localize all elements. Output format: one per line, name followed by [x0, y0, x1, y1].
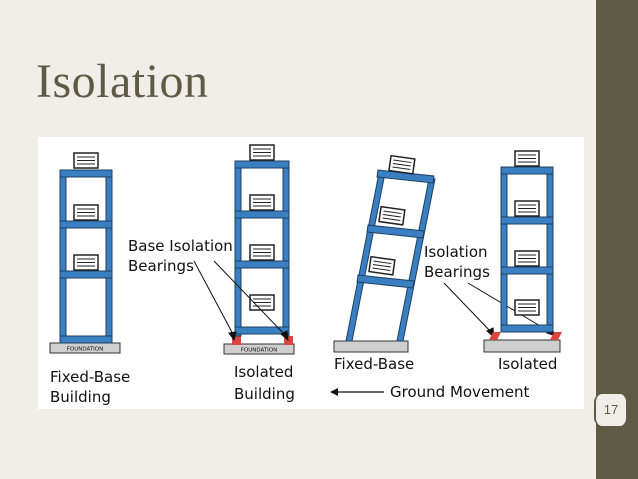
foundation-4 [483, 339, 561, 353]
label-fixed-base-building-line2: Building [50, 388, 111, 406]
label-base-isolation-line2: Bearings [128, 257, 194, 275]
bearing-left [232, 336, 241, 345]
foundation-label-1: FOUNDATION [67, 347, 104, 353]
label-isolation-line2: Bearings [424, 263, 490, 281]
ground-movement-arrow [330, 388, 384, 396]
label-fixed-base-building-line1: Fixed-Base [50, 368, 130, 386]
isolated-shifted-building [483, 150, 562, 353]
label-isolated: Isolated [498, 355, 557, 373]
label-fixed-base: Fixed-Base [334, 355, 414, 373]
label-isolated-building-line2: Building [234, 385, 295, 403]
foundation-3 [333, 340, 409, 353]
page-number: 17 [594, 394, 628, 426]
bearing-left-shifted [489, 332, 501, 340]
slide-title: Isolation [36, 55, 209, 108]
pointer-arrows-1 [193, 260, 289, 342]
foundation-2 [223, 343, 295, 355]
label-ground-movement: Ground Movement [390, 383, 530, 401]
isolated-building: FOUNDATION [223, 144, 295, 355]
label-isolation-line1: Isolation [424, 243, 488, 261]
isolation-diagram: FOUNDATION FOUNDATION [38, 137, 584, 409]
fixed-base-tilted-building [333, 154, 436, 353]
foundation-label-2: FOUNDATION [241, 348, 278, 354]
label-isolated-building-line1: Isolated [234, 363, 293, 381]
fixed-base-building: FOUNDATION [49, 152, 121, 354]
label-base-isolation-line1: Base Isolation [128, 237, 233, 255]
bearing-right-shifted [550, 332, 562, 340]
